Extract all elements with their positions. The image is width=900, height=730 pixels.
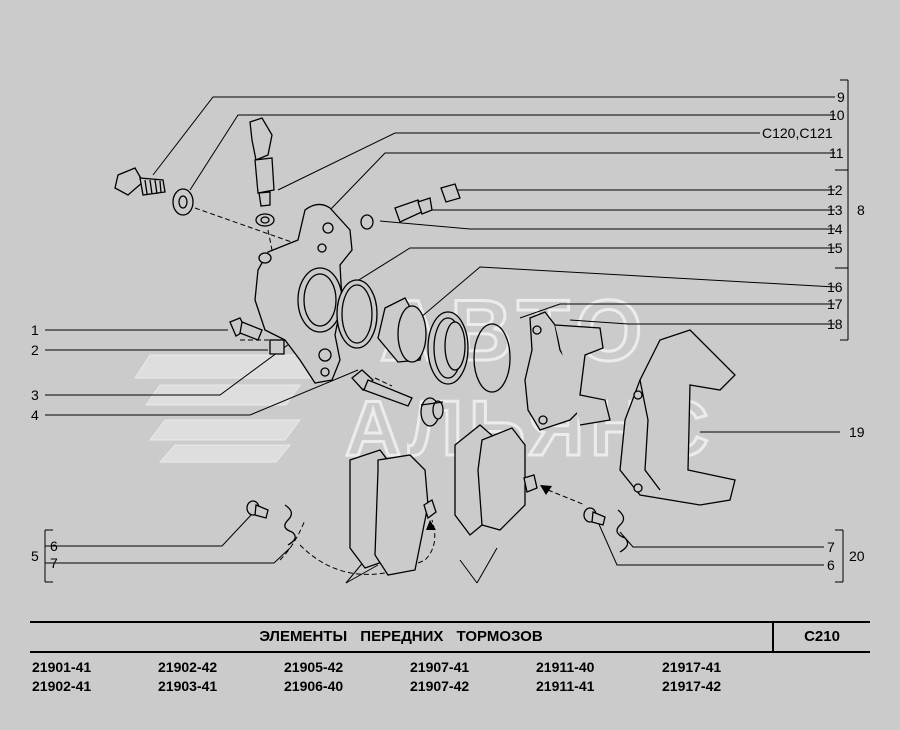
callout-11: 11 xyxy=(829,145,844,161)
diagram-title: ЭЛЕМЕНТЫ ПЕРЕДНИХ ТОРМОЗОВ xyxy=(259,628,543,645)
callout-numbers: 9 10 C120,C121 11 12 13 8 14 15 16 17 18… xyxy=(31,89,865,573)
callout-18: 18 xyxy=(827,316,843,332)
callout-9: 9 xyxy=(837,89,845,105)
washer xyxy=(172,188,194,216)
callout-4: 4 xyxy=(31,407,39,423)
callout-7-right: 7 xyxy=(827,539,835,555)
callout-13: 13 xyxy=(827,202,843,218)
pad-spring-left xyxy=(284,504,296,546)
watermark-logo xyxy=(134,354,331,463)
diagram-code: C210 xyxy=(804,628,840,645)
model-code: 21905-42 xyxy=(284,659,344,675)
model-code: 21911-40 xyxy=(536,659,595,675)
callout-6-right: 6 xyxy=(827,557,835,573)
callout-17: 17 xyxy=(827,296,843,312)
bleeder-valve xyxy=(360,183,461,230)
model-code: 21903-41 xyxy=(158,678,218,694)
dust-boot xyxy=(427,311,469,385)
callout-19: 19 xyxy=(849,424,865,440)
model-code: 21907-41 xyxy=(410,659,470,675)
pad-bolt-left xyxy=(246,500,269,519)
brake-parts-diagram: АВТО АЛЬЯНС xyxy=(31,79,865,584)
callout-1: 1 xyxy=(31,322,39,338)
assembly-arrows xyxy=(426,485,552,530)
caliper-body xyxy=(254,203,353,384)
brake-parts xyxy=(114,117,736,576)
callout-c120-c121: C120,C121 xyxy=(762,125,833,141)
callout-3: 3 xyxy=(31,387,39,403)
caliper-bracket xyxy=(524,311,611,431)
model-code: 21902-42 xyxy=(158,659,218,675)
model-code: 21906-40 xyxy=(284,678,344,694)
title-bar: ЭЛЕМЕНТЫ ПЕРЕДНИХ ТОРМОЗОВ C210 xyxy=(30,621,870,653)
callout-20: 20 xyxy=(849,548,865,564)
model-code: 21901-41 xyxy=(32,659,92,675)
model-code: 21917-42 xyxy=(662,678,722,694)
model-code: 21911-41 xyxy=(536,678,595,694)
bolt xyxy=(229,317,263,341)
model-code: 21907-42 xyxy=(410,678,470,694)
callout-12: 12 xyxy=(827,182,843,198)
brake-bracket xyxy=(619,329,736,506)
callout-6-left: 6 xyxy=(50,538,58,554)
callout-15: 15 xyxy=(827,240,843,256)
callout-16: 16 xyxy=(827,279,843,295)
callout-7-left: 7 xyxy=(50,555,58,571)
piston-seal xyxy=(336,279,378,349)
plate xyxy=(269,339,285,355)
pad-spring-right xyxy=(616,509,629,553)
pad-bolt-right xyxy=(583,507,606,526)
callout-8: 8 xyxy=(857,202,865,218)
model-code: 21902-41 xyxy=(32,678,92,694)
callout-5: 5 xyxy=(31,548,39,564)
title-divider xyxy=(772,623,774,651)
brake-pad-right xyxy=(454,424,538,536)
guide-pin xyxy=(351,369,413,407)
callout-10: 10 xyxy=(829,107,845,123)
callout-2: 2 xyxy=(31,342,39,358)
callout-14: 14 xyxy=(827,221,843,237)
brake-pad-left xyxy=(349,449,437,576)
hose-fitting xyxy=(249,117,275,227)
piston xyxy=(377,297,427,363)
pin-boot xyxy=(420,397,444,427)
bleeder-screw xyxy=(114,167,166,196)
model-code: 21917-41 xyxy=(662,659,722,675)
retaining-ring xyxy=(473,323,511,393)
